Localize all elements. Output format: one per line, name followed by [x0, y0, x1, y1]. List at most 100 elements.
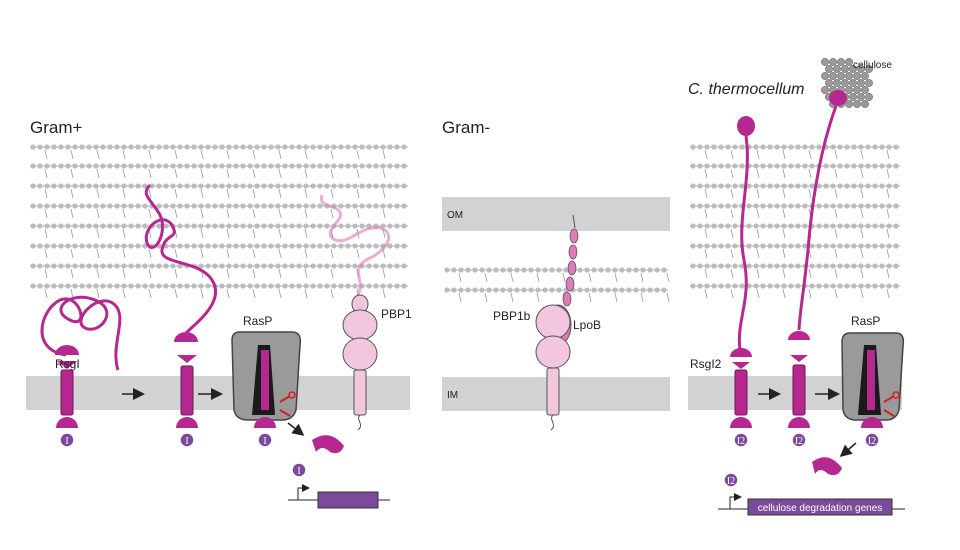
peptide-crosslink: [96, 188, 100, 199]
glycan-bead: [163, 203, 169, 209]
glycan-bead: [128, 223, 134, 229]
glycan-bead: [697, 203, 703, 209]
glycan-bead: [584, 287, 590, 293]
peptide-crosslink: [44, 288, 48, 299]
glycan-bead: [345, 163, 351, 169]
glycan-bead: [654, 267, 660, 273]
glycan-bead: [830, 163, 836, 169]
pbp1-transmembrane: [353, 369, 367, 416]
glycan-bead: [198, 263, 204, 269]
glycan-bead: [387, 144, 393, 150]
glycan-bead: [107, 144, 113, 150]
peptide-crosslink: [484, 292, 488, 303]
release-arrow: [287, 422, 305, 436]
glycan-bead: [100, 183, 106, 189]
glycan-bead: [30, 183, 36, 189]
glycan-bead: [647, 287, 653, 293]
glycan-bead: [184, 283, 190, 289]
glycan-bead: [760, 144, 766, 150]
glycan-bead: [72, 283, 78, 289]
glycan-bead: [79, 144, 85, 150]
cellulose-unit: [845, 58, 853, 66]
glycan-bead: [380, 183, 386, 189]
glycan-bead: [893, 263, 899, 269]
glycan-bead: [633, 267, 639, 273]
glycan-bead: [394, 283, 400, 289]
glycan-bead: [788, 223, 794, 229]
peptide-crosslink: [808, 268, 812, 279]
glycan-bead: [563, 267, 569, 273]
glycan-bead: [275, 203, 281, 209]
peptide-crosslink: [330, 168, 334, 179]
pbp1-domain-2: [342, 337, 378, 371]
glycan-bead: [373, 263, 379, 269]
glycan-bead: [303, 223, 309, 229]
glycan-bead: [86, 263, 92, 269]
glycan-bead: [781, 163, 787, 169]
glycan-bead: [156, 223, 162, 229]
glycan-bead: [598, 287, 604, 293]
peptide-crosslink: [252, 208, 256, 219]
peptide-crosslink: [148, 248, 152, 259]
peptide-crosslink: [252, 168, 256, 179]
glycan-bead: [605, 287, 611, 293]
peptide-crosslink: [44, 248, 48, 259]
peptide-crosslink: [666, 272, 670, 283]
peptide-crosslink: [640, 272, 644, 283]
glycan-bead: [795, 243, 801, 249]
glycan-bead: [858, 263, 864, 269]
peptide-crosslink: [886, 188, 890, 199]
glycan-bead: [219, 183, 225, 189]
glycan-bead: [317, 283, 323, 289]
glycan-bead: [366, 263, 372, 269]
glycan-bead: [100, 144, 106, 150]
glycan-bead: [345, 263, 351, 269]
glycan-bead: [760, 163, 766, 169]
glycan-bead: [879, 223, 885, 229]
glycan-bead: [247, 144, 253, 150]
peptide-crosslink: [458, 272, 462, 283]
glycan-bead: [37, 203, 43, 209]
glycan-bead: [86, 283, 92, 289]
glycan-bead: [823, 203, 829, 209]
lpob-chain: [562, 228, 579, 307]
glycan-bead: [858, 223, 864, 229]
glycan-bead: [718, 183, 724, 189]
glycan-bead: [788, 263, 794, 269]
glycan-bead: [858, 203, 864, 209]
peptide-crosslink: [278, 268, 282, 279]
peptide-crosslink: [330, 188, 334, 199]
cellulose-unit: [825, 79, 833, 87]
glycan-bead: [282, 223, 288, 229]
rsgi-full-length: RsgI: [40, 295, 122, 416]
peptide-crosslink: [122, 168, 126, 179]
glycan-bead: [317, 223, 323, 229]
glycan-bead: [760, 283, 766, 289]
glycan-bead: [121, 163, 127, 169]
glycan-bead: [893, 163, 899, 169]
glycan-bead: [86, 203, 92, 209]
glycan-bead: [556, 267, 562, 273]
glycan-bead: [711, 183, 717, 189]
glycan-bead: [851, 183, 857, 189]
glycan-bead: [577, 287, 583, 293]
cellulose-unit: [829, 72, 837, 80]
glycan-bead: [219, 144, 225, 150]
glycan-bead: [205, 263, 211, 269]
rsgi2-transmembrane-2: [792, 364, 806, 416]
glycan-bead: [317, 263, 323, 269]
glycan-bead: [725, 283, 731, 289]
sigma-badge-label: I: [263, 436, 266, 447]
glycan-bead: [51, 283, 57, 289]
glycan-bead: [177, 183, 183, 189]
glycan-bead: [51, 163, 57, 169]
glycan-bead: [212, 223, 218, 229]
peptide-crosslink: [458, 292, 462, 303]
glycan-bead: [774, 263, 780, 269]
glycan-bead: [163, 223, 169, 229]
glycan-bead: [872, 144, 878, 150]
glycan-bead: [352, 243, 358, 249]
glycan-bead: [816, 223, 822, 229]
glycan-bead: [254, 183, 260, 189]
